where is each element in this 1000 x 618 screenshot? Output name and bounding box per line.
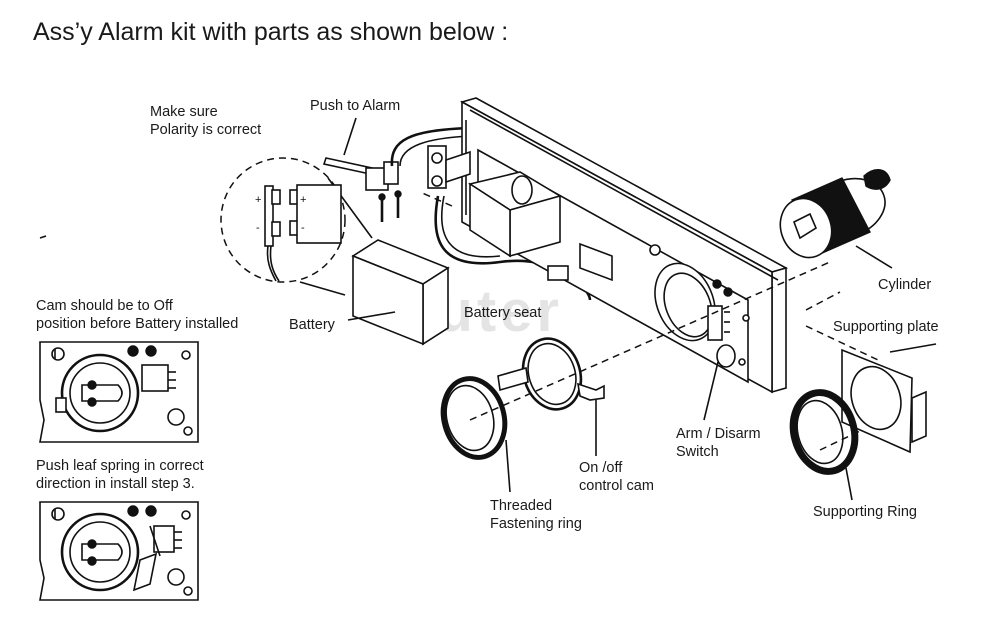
svg-text:-: -: [301, 222, 305, 234]
note-leaf-spring-line2: direction in install step 3.: [36, 476, 195, 492]
note-polarity: Make sure Polarity is correct: [150, 103, 261, 139]
on-off-control-cam: [497, 337, 605, 456]
label-arm-disarm-line2: Switch: [676, 444, 719, 460]
label-on-off-line2: control cam: [579, 478, 654, 494]
polarity-detail-callout: + - + -: [220, 157, 373, 296]
svg-text:-: -: [256, 222, 260, 234]
label-cylinder: Cylinder: [878, 277, 932, 293]
svg-text:+: +: [300, 194, 306, 206]
note-cam-off-line1: Cam should be to Off: [36, 298, 173, 314]
label-threaded-line1: Threaded: [490, 498, 553, 514]
label-battery-seat: Battery seat: [464, 305, 542, 321]
supporting-plate: [841, 343, 937, 454]
label-arm-disarm-line1: Arm / Disarm: [676, 426, 761, 442]
inset-cam-off-position: [39, 341, 199, 443]
label-supporting-ring: Supporting Ring: [813, 504, 917, 520]
stray-mark: [39, 235, 47, 239]
threaded-fastening-ring: [440, 376, 511, 493]
label-on-off-line1: On /off: [579, 460, 623, 476]
supporting-ring: [789, 389, 859, 501]
note-leaf-spring-line1: Push leaf spring in correct: [36, 458, 204, 474]
label-on-off-control-cam: On /off control cam: [579, 459, 654, 495]
note-cam-off: Cam should be to Off position before Bat…: [36, 297, 238, 333]
cylinder: [779, 169, 893, 269]
label-threaded-line2: Fastening ring: [490, 516, 582, 532]
label-battery: Battery: [289, 317, 335, 333]
inset-leaf-spring: [39, 501, 199, 601]
label-threaded-fastening-ring: Threaded Fastening ring: [490, 497, 582, 533]
diagram-title: Ass’y Alarm kit with parts as shown belo…: [33, 18, 509, 46]
lock-body-plate: [427, 97, 789, 421]
label-arm-disarm-switch: Arm / Disarm Switch: [676, 425, 761, 461]
battery: [347, 239, 450, 346]
label-push-to-alarm: Push to Alarm: [310, 98, 401, 114]
label-supporting-plate: Supporting plate: [833, 319, 939, 335]
note-leaf-spring: Push leaf spring in correct direction in…: [36, 457, 204, 493]
note-polarity-line2: Polarity is correct: [150, 122, 262, 138]
svg-text:+: +: [255, 194, 261, 206]
note-polarity-line1: Make sure: [150, 104, 218, 120]
note-cam-off-line2: position before Battery installed: [36, 316, 239, 332]
push-to-alarm-switch: [322, 117, 402, 222]
